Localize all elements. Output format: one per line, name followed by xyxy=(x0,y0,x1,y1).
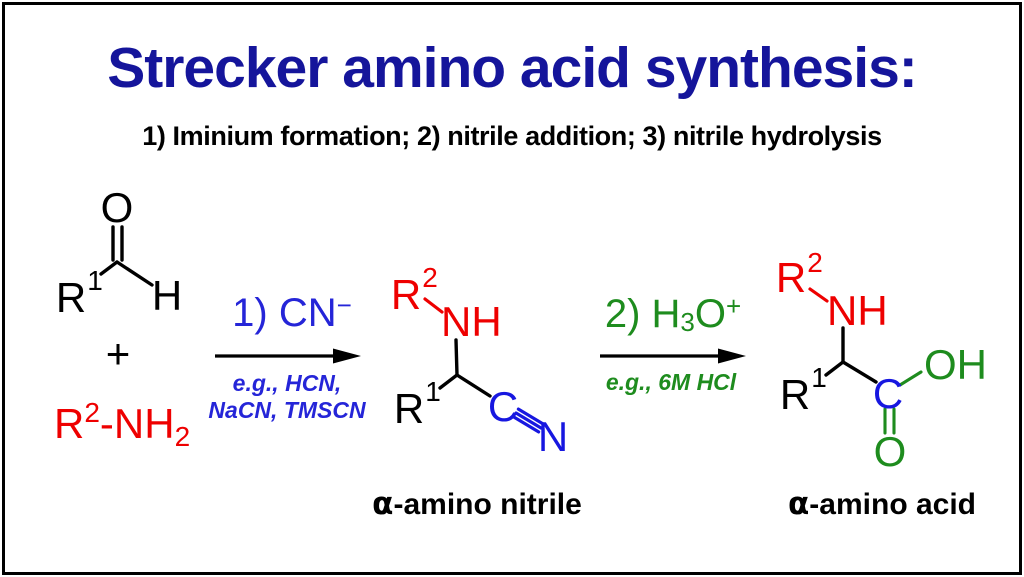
atom-R2-sup: 2 xyxy=(422,262,438,293)
amino-nitrile-label-text: -amino nitrile xyxy=(393,488,582,521)
c-cooh-bond xyxy=(841,360,878,384)
atom-R2: R xyxy=(391,271,421,318)
amino-acid-structure: R 2 NH R 1 C OH O xyxy=(776,247,987,475)
subtitle: 1) Iminium formation; 2) nitrile additio… xyxy=(142,121,882,151)
atom-R1: R xyxy=(394,385,424,432)
amine-formula: R2-NH2 xyxy=(54,397,190,452)
amino-nitrile-structure: R 2 NH R 1 C N xyxy=(391,262,568,460)
c-r1-bond xyxy=(438,373,459,390)
reaction-arrow-1 xyxy=(215,348,361,364)
atom-R2-sup: 2 xyxy=(807,247,823,278)
n-c-bond xyxy=(454,338,459,377)
atom-NH: NH xyxy=(827,287,888,334)
step1-note: e.g., HCN, NaCN, TMSCN xyxy=(208,370,365,424)
page-title: Strecker amino acid synthesis: xyxy=(107,36,918,100)
c-h-bond xyxy=(115,260,154,287)
amino-acid-label: α-amino acid xyxy=(788,486,976,522)
plus-sign: + xyxy=(106,330,131,377)
amine-NH: -NH xyxy=(100,400,175,447)
c-oh-bond xyxy=(898,370,923,387)
amino-nitrile-label: α-amino nitrile xyxy=(372,486,582,522)
atom-NH: NH xyxy=(441,298,502,345)
step2-reagent-pre: 2) H xyxy=(604,292,681,336)
reaction-arrow-2 xyxy=(600,348,746,364)
atom-C: C xyxy=(873,370,903,417)
arrow-1-head xyxy=(333,348,361,364)
step2-reagent-charge: + xyxy=(725,290,742,321)
step1-note-line2: NaCN, TMSCN xyxy=(208,397,366,423)
c-r1-bond xyxy=(824,360,845,377)
step2-note: e.g., 6M HCl xyxy=(606,369,736,396)
amine-R: R xyxy=(54,400,84,447)
step2-reagent-sub: 3 xyxy=(680,307,695,337)
step2-reagent: 2) H3O+ xyxy=(604,290,742,337)
r2-n-bond xyxy=(808,287,829,303)
step1-reagent: 1) CN− xyxy=(232,289,352,335)
cn-triple-bond-top xyxy=(516,407,546,426)
step1-reagent-charge: − xyxy=(336,289,352,320)
atom-O: O xyxy=(874,428,907,475)
atom-R1-sup: 1 xyxy=(425,376,441,407)
atom-OH: OH xyxy=(924,341,987,388)
atom-O: O xyxy=(101,184,134,231)
amine-R-sup: 2 xyxy=(84,397,100,428)
r2-n-bond xyxy=(423,297,444,314)
arrow-2-head xyxy=(718,348,746,364)
cn-triple-bond-mid xyxy=(514,411,543,430)
atom-R1-sup: 1 xyxy=(87,265,103,296)
step1-note-line1: e.g., HCN, xyxy=(232,370,342,396)
atom-R1: R xyxy=(56,274,86,321)
step2-reagent-o: O xyxy=(694,292,726,336)
step1-reagent-main: 1) CN xyxy=(232,291,337,335)
atom-C: C xyxy=(488,383,518,430)
atom-R2: R xyxy=(776,254,806,301)
cn-triple-bond-bot xyxy=(511,415,541,434)
atom-N: N xyxy=(538,413,568,460)
atom-H: H xyxy=(152,272,182,319)
alpha-symbol: α xyxy=(372,486,394,522)
step2-note-line: e.g., 6M HCl xyxy=(605,369,737,395)
atom-R1-sup: 1 xyxy=(811,362,827,393)
aldehyde-structure: O R 1 H xyxy=(56,184,182,321)
amino-acid-label-text: -amino acid xyxy=(809,488,977,521)
alpha-symbol: α xyxy=(787,486,810,522)
amine-N-sub: 2 xyxy=(175,421,191,452)
atom-R1: R xyxy=(780,371,810,418)
c-cn-bond xyxy=(455,373,492,398)
c-r1-bond xyxy=(99,260,119,276)
